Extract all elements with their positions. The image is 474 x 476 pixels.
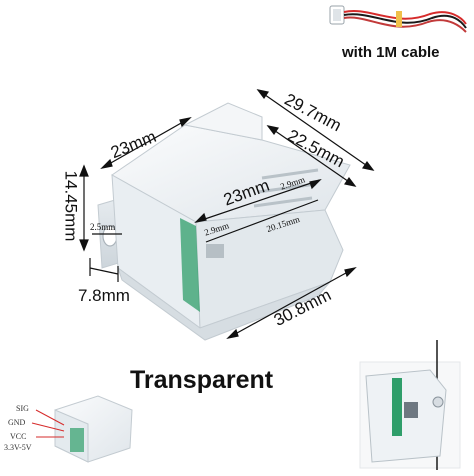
dimension-lines: [79, 89, 375, 339]
pin-label-gnd: GND: [8, 418, 26, 427]
dimension-tab-width: 7.8mm: [78, 286, 130, 305]
wired-view-thumbnail: [31, 395, 133, 463]
sensor-housing: [97, 102, 351, 341]
pcb-board: [180, 218, 200, 312]
dimension-height: 14.45mm: [61, 170, 81, 242]
product-title: Transparent: [130, 366, 274, 394]
pin-label-sig: SIG: [16, 404, 29, 413]
pin-label-voltage: 3.3V-5V: [4, 443, 32, 452]
dimension-hole-spacing: 2.5mm: [90, 222, 116, 232]
pin-label-vcc: VCC: [10, 432, 27, 441]
cable-thumbnail: [329, 5, 467, 33]
installed-view-thumbnail: [359, 340, 461, 470]
cable-label: with 1M cable: [342, 44, 440, 61]
